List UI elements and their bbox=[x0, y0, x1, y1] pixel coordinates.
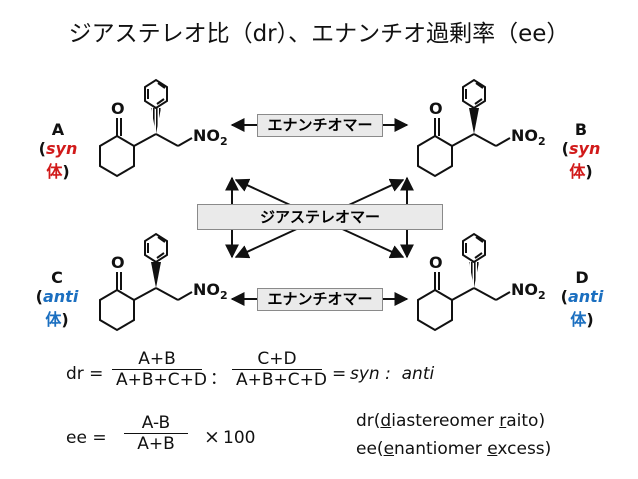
dr-frac2-numerator: C+D bbox=[257, 349, 297, 369]
ee-lhs: ee = bbox=[66, 428, 107, 448]
compound-letter-c: C bbox=[51, 268, 63, 287]
ring-b bbox=[417, 134, 453, 178]
dr-frac1-denominator: A+B+C+D bbox=[112, 369, 207, 390]
ee-factor: 100 bbox=[223, 428, 256, 448]
ee-numerator: A-B bbox=[141, 413, 171, 433]
dr-equals: = bbox=[332, 364, 347, 384]
oxygen-label-b: O bbox=[429, 99, 443, 118]
molecule-c bbox=[99, 232, 193, 332]
ee-fraction: A-B A+B bbox=[124, 413, 188, 454]
molecule-d bbox=[417, 232, 511, 332]
nitro-label-d: NO2 bbox=[511, 280, 546, 303]
ee-times: × bbox=[204, 426, 220, 448]
dr-definition: dr(diastereomer raito) bbox=[356, 411, 546, 431]
compound-label-b: B (syn体) bbox=[556, 120, 606, 182]
ring-d bbox=[417, 288, 453, 332]
oxygen-label-c: O bbox=[111, 253, 125, 272]
compound-label-a: A (syn体) bbox=[34, 120, 82, 182]
dr-lhs: dr = bbox=[66, 364, 104, 384]
enantiomer-box-top: エナンチオマー bbox=[257, 114, 383, 137]
dr-frac2-denominator: A+B+C+D bbox=[232, 369, 327, 390]
nitro-label-c: NO2 bbox=[193, 280, 228, 303]
compound-letter-b: B bbox=[574, 120, 588, 139]
molecule-b bbox=[417, 78, 511, 178]
compound-label-d: D (anti体) bbox=[551, 268, 613, 330]
ring-a bbox=[99, 134, 135, 178]
oxygen-label-a: O bbox=[111, 99, 125, 118]
enantiomer-box-bottom: エナンチオマー bbox=[257, 288, 383, 311]
dr-result: syn : anti bbox=[350, 364, 435, 384]
nitro-label-a: NO2 bbox=[193, 126, 228, 149]
compound-letter-a: A bbox=[51, 120, 65, 139]
molecule-a bbox=[99, 78, 193, 178]
diastereomer-box: ジアステレオマー bbox=[197, 204, 443, 230]
compound-label-c: C (anti体) bbox=[26, 268, 88, 330]
nitro-label-b: NO2 bbox=[511, 126, 546, 149]
ring-c bbox=[99, 288, 135, 332]
page-title: ジアステレオ比（dr）、エナンチオ過剰率（ee） bbox=[68, 21, 570, 47]
dr-fraction-1: A+B A+B+C+D bbox=[112, 349, 207, 390]
dr-fraction-2: C+D A+B+C+D bbox=[232, 349, 327, 390]
dr-frac1-numerator: A+B bbox=[138, 349, 176, 369]
compound-letter-d: D bbox=[575, 268, 589, 287]
oxygen-label-d: O bbox=[429, 253, 443, 272]
ee-definition: ee(enantiomer excess) bbox=[356, 439, 552, 459]
ee-denominator: A+B bbox=[124, 433, 188, 454]
dr-separator: ： bbox=[210, 369, 227, 389]
